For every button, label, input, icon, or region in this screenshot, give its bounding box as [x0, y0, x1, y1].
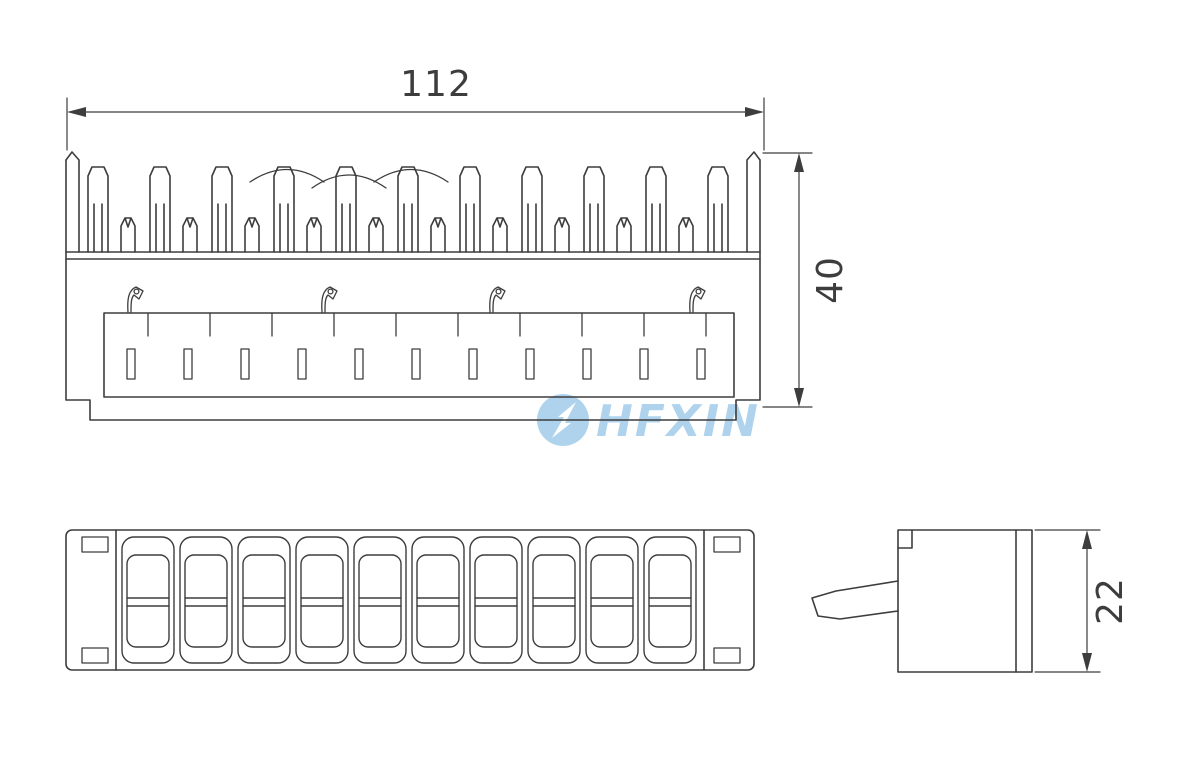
plan-end-clips	[81, 536, 741, 664]
arrow-left-icon	[67, 107, 86, 117]
dimension-width-label: 112	[400, 64, 472, 105]
plan-outline	[65, 529, 755, 671]
front-tall-contacts	[87, 166, 729, 253]
dimension-lines	[66, 97, 1101, 673]
front-lower-ticks	[147, 312, 707, 337]
plan-view	[65, 529, 755, 671]
front-body-outline	[65, 159, 761, 421]
front-short-contacts	[120, 217, 694, 253]
front-lower-slots	[126, 348, 706, 380]
arrow-down-icon	[1082, 653, 1092, 672]
side-view	[811, 529, 1033, 673]
plan-openings	[121, 536, 697, 664]
dimension-labels: 112 40 22	[67, 64, 1131, 672]
side-lever	[811, 580, 899, 620]
front-right-cap	[746, 151, 761, 253]
arrow-down-icon	[794, 388, 804, 407]
dimension-side-height-label: 22	[1090, 577, 1131, 625]
arrow-up-icon	[794, 153, 804, 172]
arrow-up-icon	[1082, 530, 1092, 549]
linework	[65, 97, 1101, 673]
front-jumper-arcs	[249, 168, 449, 189]
front-view	[65, 151, 761, 421]
arrow-right-icon	[745, 107, 764, 117]
side-outline	[897, 529, 1033, 673]
front-lower-block	[103, 312, 735, 398]
watermark-text: HFXIN	[596, 396, 760, 447]
side-top-notch	[897, 529, 913, 549]
front-left-cap	[65, 151, 80, 253]
watermark: HFXIN	[537, 394, 760, 447]
dimension-height-label: 40	[810, 256, 851, 304]
front-latch-hooks	[127, 286, 706, 313]
